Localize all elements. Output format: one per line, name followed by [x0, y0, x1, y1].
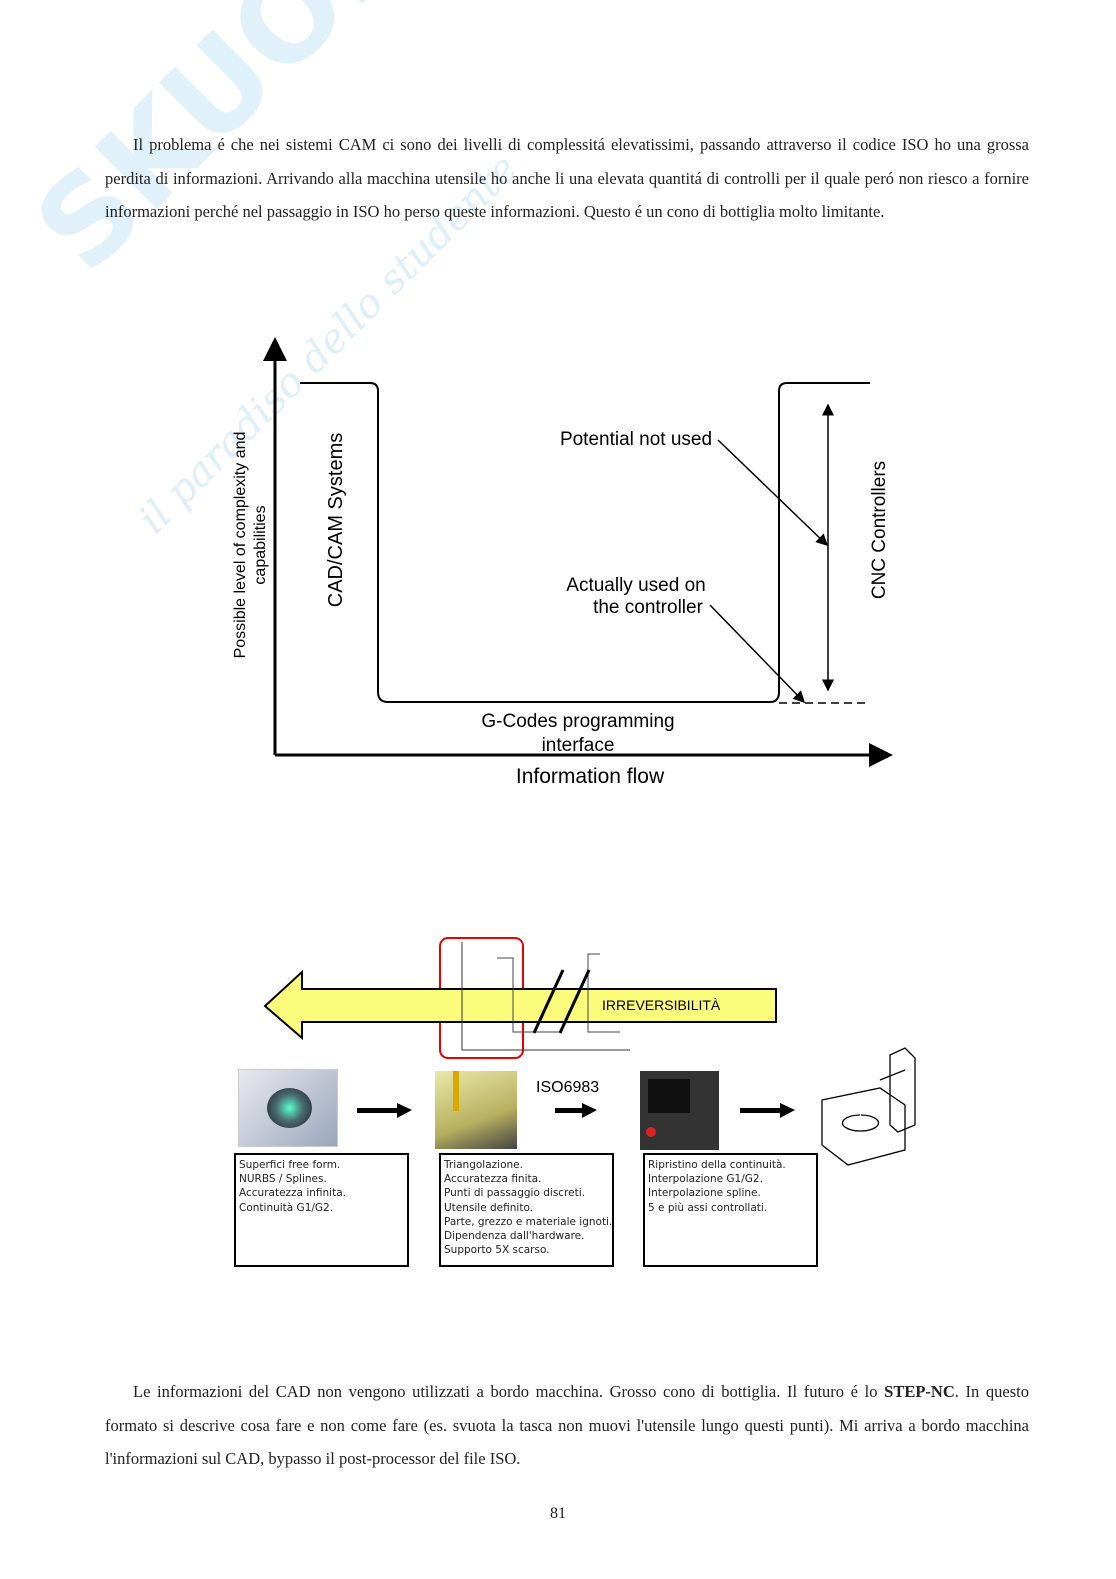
cam-toolpath-image: [435, 1071, 517, 1149]
box-line: Supporto 5X scarso.: [444, 1244, 550, 1257]
cnc-label: CNC Controllers: [869, 461, 890, 599]
box-line: Superfici free form.: [239, 1159, 341, 1171]
box-line: Utensile definito.: [444, 1201, 534, 1214]
text: Le informazioni del CAD non vengono util…: [133, 1382, 885, 1401]
paragraph-intro: Il problema é che nei sistemi CAM ci son…: [105, 135, 1029, 221]
irreversibility-label: IRREVERSIBILITÀ: [602, 997, 721, 1013]
page-number: 81: [550, 1505, 566, 1522]
information-flow-diagram: Possible level of complexity and capabil…: [232, 337, 893, 788]
box-line: Interpolazione G1/G2.: [648, 1173, 763, 1186]
cad-description-box: Superfici free form. NURBS / Splines. Ac…: [234, 1153, 409, 1267]
box-line: Ripristino della continuità.: [648, 1159, 786, 1171]
step-nc-term: STEP-NC: [884, 1382, 955, 1401]
text: . In questo formato si descrive cosa far…: [105, 1382, 1030, 1468]
irreversibility-arrow: [263, 969, 777, 1041]
box-line: Punti di passaggio discreti.: [444, 1187, 585, 1200]
cam-description-box: Triangolazione. Accuratezza finita. Punt…: [439, 1153, 614, 1267]
box-line: Parte, grezzo e materiale ignoti.: [444, 1215, 613, 1228]
y-axis-label-1: Possible level of complexity and: [232, 432, 249, 659]
box-line: Interpolazione spline.: [648, 1187, 761, 1200]
box-line: Accuratezza finita.: [444, 1173, 542, 1186]
box-line: Dipendenza dall'hardware.: [444, 1230, 585, 1243]
actual-label-2: the controller: [593, 597, 704, 618]
box-line: Triangolazione.: [444, 1159, 523, 1171]
irreversibility-diagram: IRREVERSIBILITÀ ISO6983: [263, 937, 916, 1166]
potential-label: Potential not used: [560, 429, 712, 450]
cnc-description-box: Ripristino della continuità. Interpolazi…: [643, 1153, 818, 1267]
box-line: Accuratezza infinita.: [239, 1187, 346, 1200]
paragraph-step-nc: Le informazioni del CAD non vengono util…: [105, 1375, 1029, 1476]
actual-label-1: Actually used on: [566, 575, 705, 596]
cnc-controller-image: [640, 1071, 719, 1150]
flow-arrows: [357, 1103, 795, 1118]
gcodes-label-1: G-Codes programming: [481, 711, 674, 732]
y-axis-label-2: capabilities: [252, 505, 269, 584]
box-line: 5 e più assi controllati.: [648, 1201, 768, 1214]
box-line: NURBS / Splines.: [239, 1173, 327, 1186]
actual-pointer: [709, 604, 806, 704]
cadcam-label: CAD/CAM Systems: [325, 433, 347, 607]
box-line: Continuità G1/G2.: [239, 1201, 334, 1214]
machine-tool-sketch: [821, 1047, 916, 1166]
potential-pointer: [717, 439, 829, 547]
iso-label: ISO6983: [536, 1079, 599, 1096]
cad-impeller-image: [238, 1069, 338, 1147]
capability-curve: [300, 382, 870, 703]
gcodes-label-2: interface: [542, 735, 615, 756]
x-axis-label: Information flow: [516, 765, 665, 788]
